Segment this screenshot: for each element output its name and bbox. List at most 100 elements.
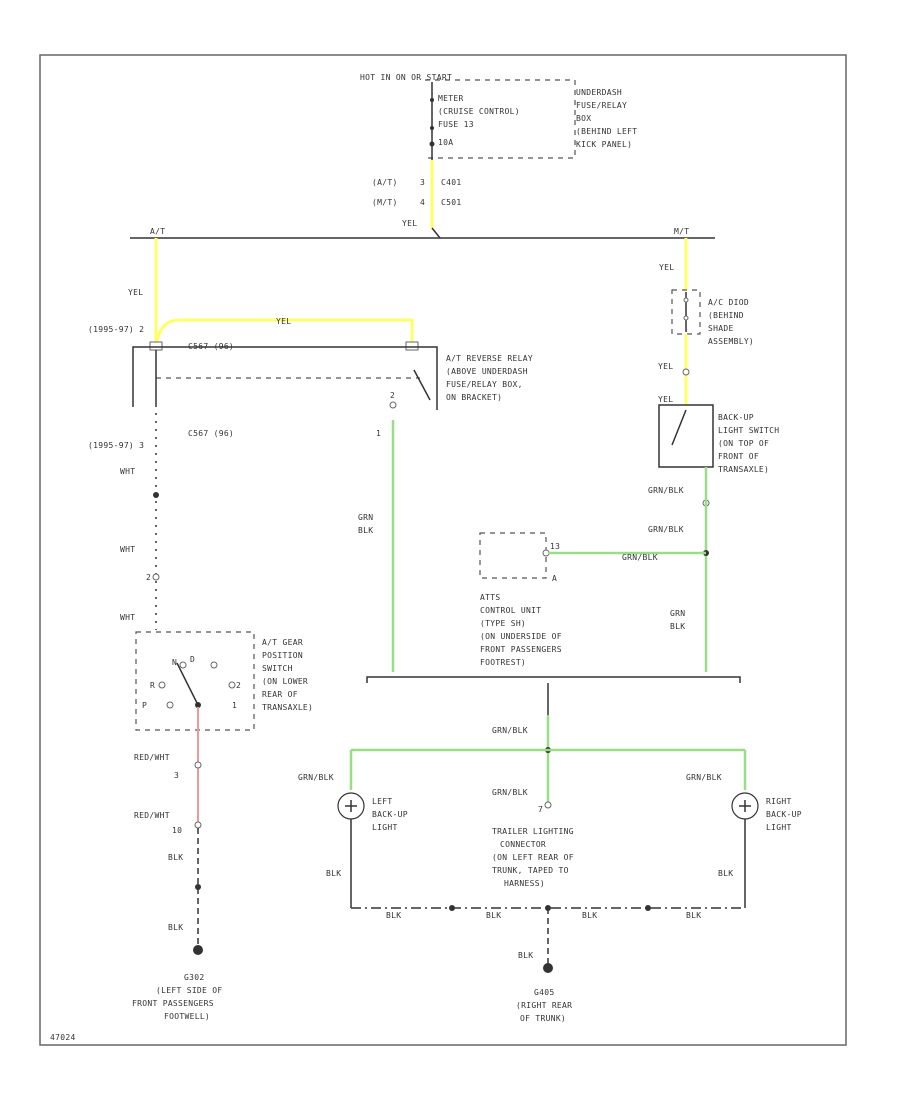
backup-switch-label-4: FRONT OF <box>718 452 759 461</box>
blk-bottom-label-2: BLK <box>486 911 501 920</box>
yel-wire-split <box>431 227 441 239</box>
atts-label-6: FOOTREST) <box>480 658 526 667</box>
atts-label-4: (ON UNDERSIDE OF <box>480 632 562 641</box>
diode-label-3: SHADE <box>708 324 734 333</box>
wht-node <box>153 492 159 498</box>
lower-bus <box>366 676 741 683</box>
gear-1-label: 1 <box>232 701 237 710</box>
bus-at-label: A/T <box>150 227 165 236</box>
gear-n-label: N <box>172 658 177 667</box>
gear-switch-label-5: REAR OF <box>262 690 298 699</box>
yel-connector-right <box>682 368 690 376</box>
fuse-box-label-1: UNDERDASH <box>576 88 622 97</box>
right-light-label-2: BACK-UP <box>766 810 802 819</box>
fuse-box-label-2: FUSE/RELAY <box>576 101 627 110</box>
hot-in-label: HOT IN ON OR START <box>360 73 452 82</box>
at-pin: 3 <box>420 178 425 187</box>
wht-label-3: WHT <box>120 613 135 622</box>
mt-label: (M/T) <box>372 198 398 207</box>
grn-blk-right-light-label: GRN/BLK <box>686 773 722 782</box>
backup-switch-label-1: BACK-UP <box>718 413 754 422</box>
atts-box <box>479 532 547 579</box>
backup-switch-box <box>658 404 714 468</box>
diode-node-top <box>683 297 689 303</box>
red-wht-label-1: RED/WHT <box>134 753 170 762</box>
gear-d-label: D <box>190 655 195 664</box>
g302-label-1: G302 <box>184 973 204 982</box>
wht-connector <box>152 573 160 581</box>
trailer-label-3: (ON LEFT REAR OF <box>492 853 574 862</box>
fuse-box-label-3: BOX <box>576 114 591 123</box>
trailer-pin-label: 7 <box>538 805 543 814</box>
gear-switch-label-1: A/T GEAR <box>262 638 303 647</box>
trailer-label-5: HARNESS) <box>504 879 545 888</box>
fuse-box-label-5: KICK PANEL) <box>576 140 632 149</box>
yel-wire-to-relay <box>154 318 414 346</box>
yel-top-label: YEL <box>402 219 417 228</box>
relay-box-outline <box>132 346 438 410</box>
gear-switch-label-4: (ON LOWER <box>262 677 308 686</box>
red-wht-connector-1 <box>194 761 202 769</box>
diode-node-bottom <box>683 315 689 321</box>
backup-switch-label-2: LIGHT SWITCH <box>718 426 779 435</box>
g405-label-1: G405 <box>534 988 554 997</box>
grn-blk-right-label-1: GRN/BLK <box>648 486 684 495</box>
diagram-frame <box>39 54 847 1046</box>
left-light-label-2: BACK-UP <box>372 810 408 819</box>
c567-top-label: C567 (96) <box>188 342 234 351</box>
c511-top-label: (1995-97) 2 <box>88 325 144 334</box>
mt-connector: C501 <box>441 198 461 207</box>
gear-n-contact <box>179 661 187 669</box>
gear-2-label: 2 <box>236 681 241 690</box>
grn-blk-right-label-2: GRN/BLK <box>648 525 684 534</box>
blk-splice-1 <box>449 905 455 911</box>
right-light-label-3: LIGHT <box>766 823 792 832</box>
g405-label-2: (RIGHT REAR <box>516 1001 572 1010</box>
blk-left-light-label: BLK <box>326 869 341 878</box>
grn-blk-trailer-label: GRN/BLK <box>492 788 528 797</box>
right-light-label-1: RIGHT <box>766 797 792 806</box>
grn-blk-center-label: GRN/BLK <box>492 726 528 735</box>
relay-pin-2 <box>389 401 397 409</box>
gear-2-contact <box>228 681 236 689</box>
meter-fuse-label-2: (CRUISE CONTROL) <box>438 107 520 116</box>
relay-connector-top <box>405 341 419 351</box>
ground-g405 <box>543 963 553 973</box>
g302-label-4: FOOTWELL) <box>164 1012 210 1021</box>
atts-label-5: FRONT PASSENGERS <box>480 645 562 654</box>
diode-box <box>671 289 701 335</box>
trailer-label-2: CONNECTOR <box>500 840 546 849</box>
reverse-relay-label-3: FUSE/RELAY BOX, <box>446 380 523 389</box>
grn-blk-right-label-5: BLK <box>670 622 685 631</box>
relay-contact <box>413 369 431 401</box>
blk-left-label-1: BLK <box>168 853 183 862</box>
gear-switch-label-3: SWITCH <box>262 664 293 673</box>
atts-label-1: ATTS <box>480 593 500 602</box>
g302-label-3: FRONT PASSENGERS <box>132 999 214 1008</box>
backup-switch-label-5: TRANSAXLE) <box>718 465 769 474</box>
meter-fuse-label-3: FUSE 13 <box>438 120 474 129</box>
fuse-node-top <box>430 98 434 102</box>
gear-wiper <box>176 662 199 706</box>
wht-pin-label: 2 <box>146 573 151 582</box>
yel-right-label-1: YEL <box>659 263 674 272</box>
red-wht-pin-1: 3 <box>174 771 179 780</box>
gear-p-label: P <box>142 701 147 710</box>
reverse-relay-label-2: (ABOVE UNDERDASH <box>446 367 528 376</box>
blk-left-label-2: BLK <box>168 923 183 932</box>
atts-label-2: CONTROL UNIT <box>480 606 541 615</box>
figure-id: 47024 <box>50 1033 76 1042</box>
gear-switch-label-2: POSITION <box>262 651 303 660</box>
g302-label-2: (LEFT SIDE OF <box>156 986 223 995</box>
meter-fuse-label-4: 10A <box>438 138 453 147</box>
fuse-node-end <box>429 141 435 147</box>
fuse-box-outline <box>425 79 576 159</box>
backup-switch-contact <box>671 409 687 446</box>
atts-pin-a-label: A <box>552 574 557 583</box>
red-wht-label-2: RED/WHT <box>134 811 170 820</box>
meter-fuse-label-1: METER <box>438 94 464 103</box>
wht-label-1: WHT <box>120 467 135 476</box>
gear-d-contact <box>210 661 218 669</box>
relay-pin-1-label: 1 <box>376 429 381 438</box>
